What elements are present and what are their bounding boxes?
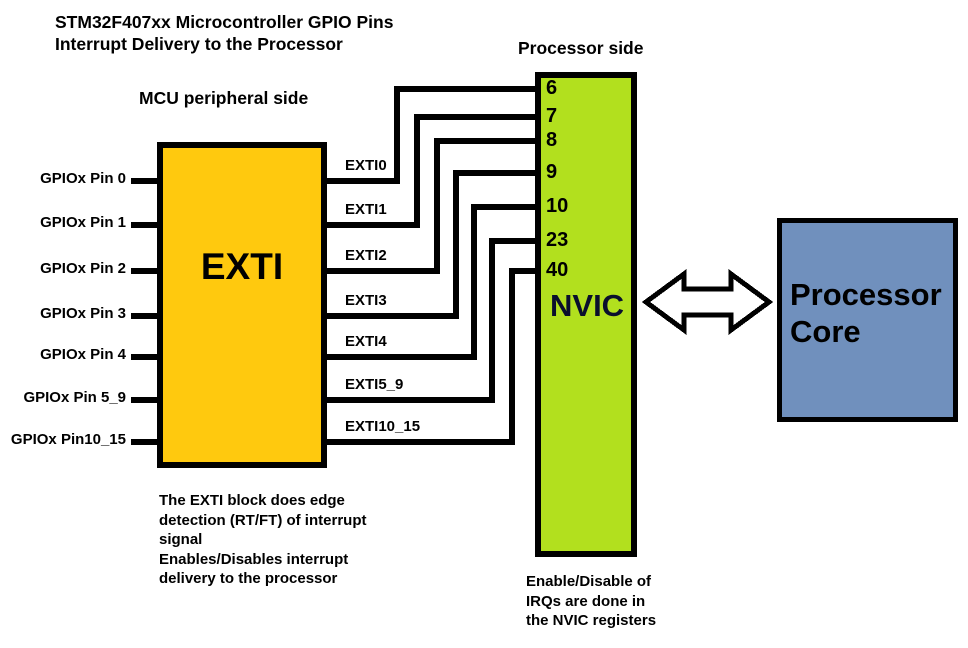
gpio-pin-label: GPIOx Pin 2 [40, 260, 126, 277]
mcu-peripheral-side-label: MCU peripheral side [139, 88, 309, 108]
nvic-irq-number: 10 [546, 195, 569, 217]
exti-to-nvic-wire [322, 138, 539, 274]
diagram-title: STM32F407xx Microcontroller GPIO Pins In… [55, 11, 393, 55]
diagram-title-line2: Interrupt Delivery to the Processor [55, 34, 343, 54]
nvic-irq-number: 23 [546, 229, 569, 251]
exti-line-label: EXTI10_15 [345, 418, 421, 435]
nvic-irq-number: 7 [546, 105, 558, 127]
processor-core-label: Processor Core [790, 276, 942, 350]
processor-side-label: Processor side [518, 38, 644, 58]
nvic-irq-number: 9 [546, 161, 558, 183]
nvic-note: Enable/Disable of IRQs are done in the N… [526, 573, 657, 629]
exti-line-label: EXTI0 [345, 157, 387, 174]
exti-line-label: EXTI3 [345, 292, 387, 309]
exti-line-label: EXTI5_9 [345, 376, 404, 393]
exti-line-label: EXTI1 [345, 201, 387, 218]
exti-note: The EXTI block does edge detection (RT/F… [159, 492, 367, 587]
processor-core-label-line2: Core [790, 314, 861, 349]
exti-to-nvic-wire [322, 86, 539, 184]
gpio-pin-label: GPIOx Pin 1 [40, 214, 126, 231]
exti-line-label: EXTI2 [345, 247, 387, 264]
diagram-title-line1: STM32F407xx Microcontroller GPIO Pins [55, 12, 394, 32]
exti-to-nvic-wire [322, 114, 539, 228]
exti-to-nvic-wire [322, 268, 539, 445]
gpio-pin-label: GPIOx Pin 0 [40, 170, 126, 187]
processor-core-block: Processor Core [777, 218, 958, 422]
gpio-pin-label: GPIOx Pin10_15 [10, 431, 126, 448]
exti-block-label: EXTI [200, 246, 284, 287]
processor-core-label-line1: Processor [790, 277, 942, 312]
exti-to-nvic-wire [322, 238, 539, 403]
nvic-irq-number: 6 [546, 77, 558, 99]
exti-block: EXTI [157, 142, 327, 468]
bidirectional-arrow [641, 269, 774, 335]
nvic-irq-number: 8 [546, 129, 558, 151]
gpio-pin-label: GPIOx Pin 4 [40, 346, 126, 363]
gpio-pin-label: GPIOx Pin 5_9 [23, 389, 126, 406]
exti-line-label: EXTI4 [345, 333, 387, 350]
nvic-block: NVIC [535, 72, 637, 557]
gpio-pin-label: GPIOx Pin 3 [40, 305, 126, 322]
nvic-block-label: NVIC [550, 288, 625, 323]
exti-to-nvic-wire [322, 170, 539, 319]
exti-to-nvic-wire [322, 204, 539, 360]
nvic-irq-number: 40 [546, 259, 569, 281]
